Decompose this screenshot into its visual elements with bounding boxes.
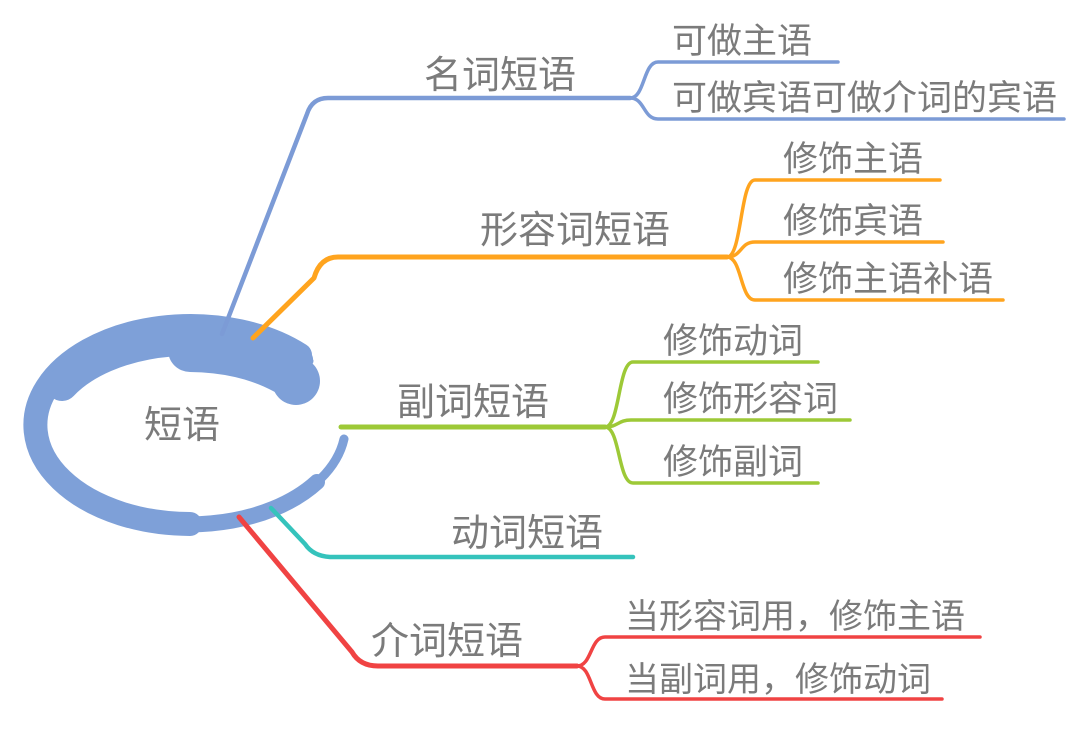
branch-verb-label: 动词短语 <box>451 513 603 555</box>
branch-adjective-line <box>250 254 730 341</box>
branch-noun <box>219 60 1066 337</box>
branch-noun-line <box>219 95 633 337</box>
branch-adjective-label: 形容词短语 <box>480 210 670 252</box>
branch-adverb <box>338 360 852 485</box>
branch-noun-label: 名词短语 <box>424 55 576 97</box>
branch-adverb-child-line-1 <box>603 418 852 429</box>
branch-verb-line <box>268 505 636 560</box>
branch-adverb-child-line-0 <box>603 360 820 429</box>
branch-noun-child-label-1: 可做宾语可做介词的宾语 <box>672 79 1057 118</box>
branch-adverb-child-label-0: 修饰动词 <box>663 322 803 361</box>
branch-adverb-label: 副词短语 <box>397 382 549 424</box>
branch-preposition-child-line-0 <box>575 635 982 668</box>
branch-adjective-child-label-0: 修饰主语 <box>783 140 923 179</box>
branch-adjective-child-line-0 <box>725 178 942 259</box>
branch-verb <box>268 505 636 560</box>
branch-adverb-child-label-1: 修饰形容词 <box>663 380 838 419</box>
branch-preposition-child-line-1 <box>575 664 944 701</box>
branch-preposition-label: 介词短语 <box>371 621 523 663</box>
branch-adjective-child-line-1 <box>725 240 945 259</box>
branch-preposition-child-label-1: 当副词用，修饰动词 <box>625 661 931 699</box>
branch-adjective-child-label-2: 修饰主语补语 <box>783 260 993 299</box>
root-ellipse-stroke-end <box>168 328 306 394</box>
root-node-label: 短语 <box>144 405 220 447</box>
branch-noun-child-label-0: 可做主语 <box>672 22 812 61</box>
branch-noun-child-line-1 <box>628 96 1066 121</box>
branch-adjective <box>250 178 1005 341</box>
branch-noun-child-line-0 <box>628 60 840 100</box>
branch-adjective-child-line-2 <box>725 255 1005 302</box>
branch-preposition <box>236 514 982 701</box>
branch-adverb-child-line-2 <box>603 425 820 485</box>
branch-adverb-child-label-2: 修饰副词 <box>663 443 803 482</box>
branch-preposition-child-label-0: 当形容词用，修饰主语 <box>625 598 965 636</box>
root-node-ellipse <box>23 314 349 536</box>
root-ellipse-brush-cap <box>272 357 320 405</box>
branch-preposition-line <box>236 514 580 669</box>
branch-adjective-child-label-1: 修饰宾语 <box>783 202 923 241</box>
